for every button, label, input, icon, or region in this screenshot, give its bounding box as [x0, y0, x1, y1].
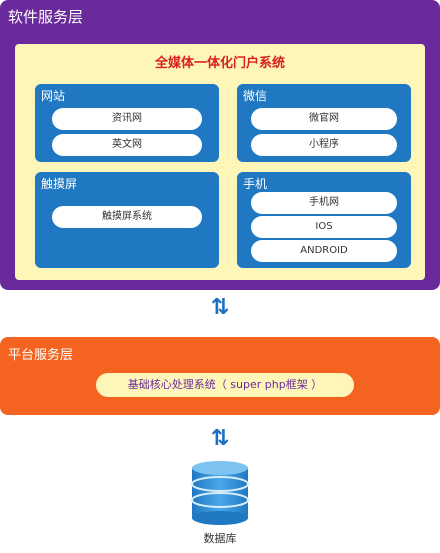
up-down-arrow-icon: ⇅	[210, 426, 230, 451]
panel-wechat-title: 微信	[243, 89, 268, 103]
panel-touchscreen: 触摸屏 触摸屏系统	[35, 172, 219, 268]
pill-mini-program[interactable]: 小程序	[251, 134, 397, 156]
database-icon	[191, 461, 249, 525]
pill-mobile-site[interactable]: 手机网	[251, 192, 397, 214]
database: 数据库	[180, 460, 260, 550]
omnimedia-portal-system: 全媒体一体化门户系统 网站 资讯网 英文网 微信 微官网 小程序 触摸屏 触摸屏…	[15, 44, 425, 280]
portal-system-title: 全媒体一体化门户系统	[154, 56, 285, 71]
panel-website-title: 网站	[41, 89, 66, 103]
panel-touchscreen-title: 触摸屏	[41, 177, 78, 191]
pill-touchscreen-system[interactable]: 触摸屏系统	[52, 206, 202, 228]
panel-wechat: 微信 微官网 小程序	[237, 84, 411, 162]
database-label: 数据库	[203, 532, 237, 545]
panel-website: 网站 资讯网 英文网	[35, 84, 219, 162]
platform-layer-title: 平台服务层	[8, 348, 74, 363]
up-down-arrow-icon: ⇅	[210, 295, 230, 320]
panel-mobile-title: 手机	[243, 177, 268, 191]
pill-micro-site[interactable]: 微官网	[251, 108, 397, 130]
software-layer-title: 软件服务层	[8, 8, 84, 26]
pill-english-site[interactable]: 英文网	[52, 134, 202, 156]
pill-android[interactable]: ANDROID	[251, 240, 397, 262]
software-service-layer: 软件服务层 全媒体一体化门户系统 网站 资讯网 英文网 微信 微官网 小程序 触…	[0, 0, 440, 290]
platform-service-layer: 平台服务层 基础核心处理系统（ super php框架 ）	[0, 337, 440, 415]
pill-ios[interactable]: IOS	[251, 216, 397, 238]
core-processing-system[interactable]: 基础核心处理系统（ super php框架 ）	[96, 373, 354, 397]
pill-news-site[interactable]: 资讯网	[52, 108, 202, 130]
panel-mobile: 手机 手机网 IOS ANDROID	[237, 172, 411, 268]
